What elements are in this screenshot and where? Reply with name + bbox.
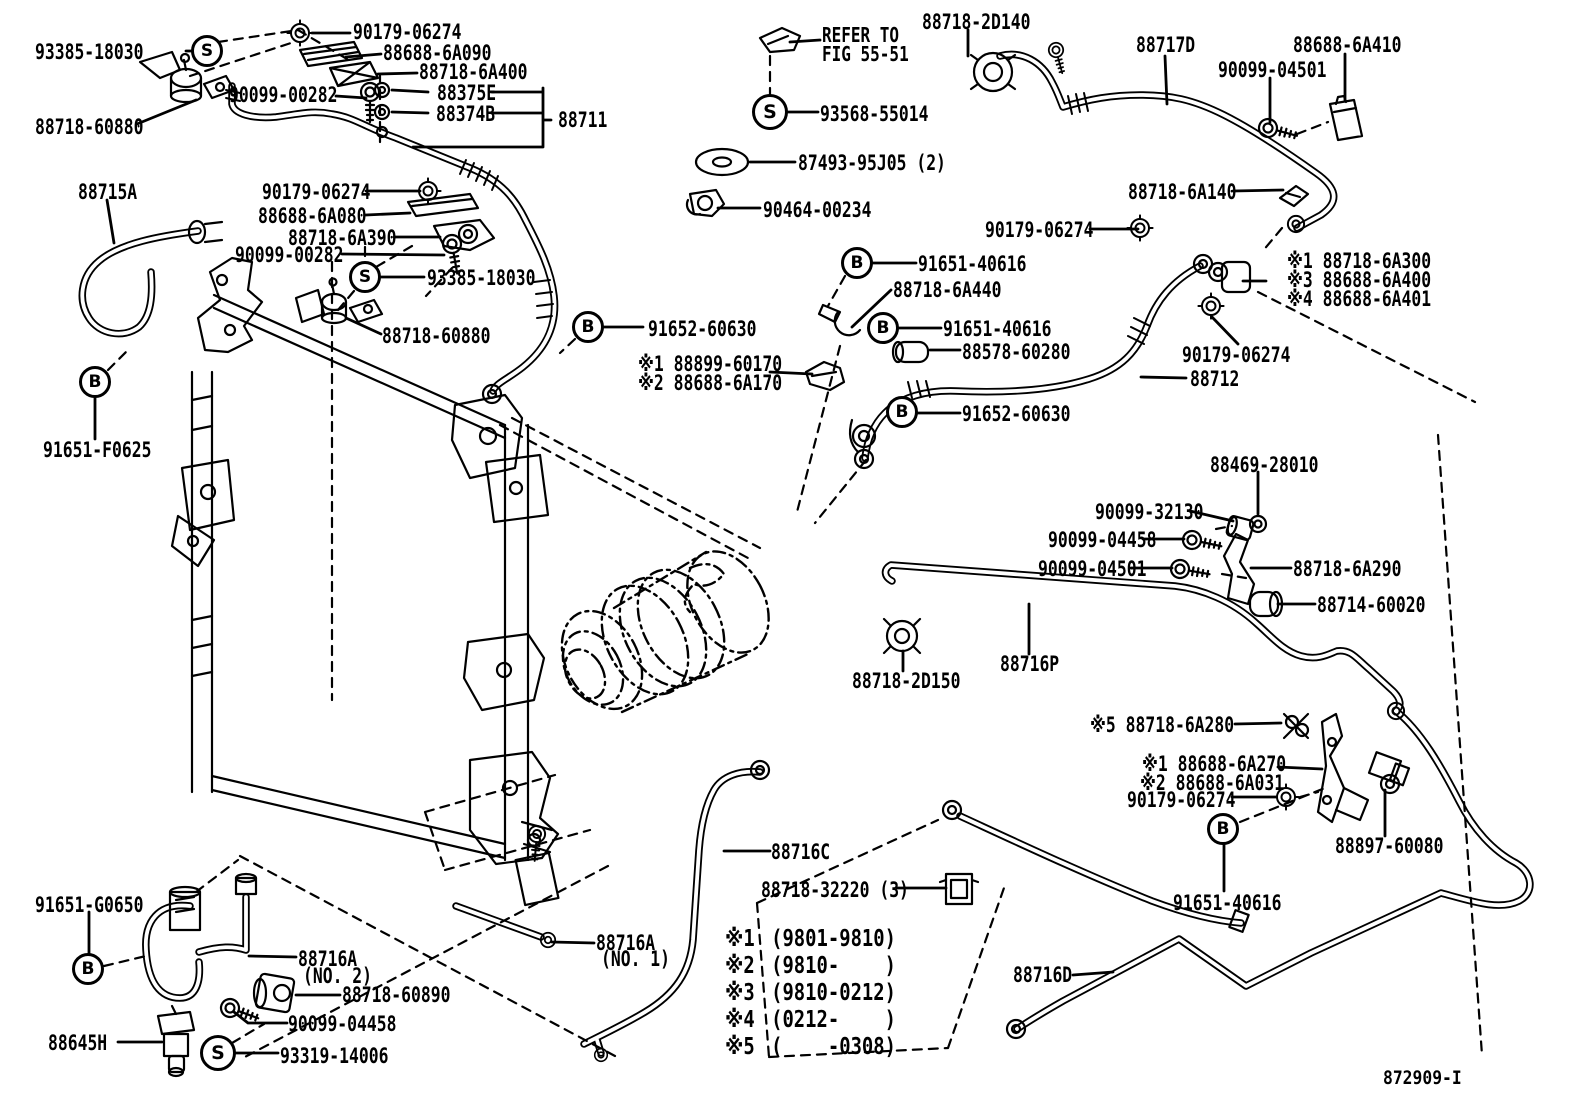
part-label-88688-6a031: ※2 88688-6A031 xyxy=(1140,771,1285,795)
part-label-91651-40616-3: 91651-40616 xyxy=(1173,891,1282,915)
part-label-93385-18030-2: 93385-18030 xyxy=(427,266,536,290)
part-label-88718-60880-1: 88718-60880 xyxy=(35,115,144,139)
part-label-91651-f0625: 91651-F0625 xyxy=(43,438,152,462)
part-label-90179-06274-3: 90179-06274 xyxy=(985,218,1094,242)
part-label-88716d: 88716D xyxy=(1013,963,1073,987)
part-label-88718-2d140: 88718-2D140 xyxy=(922,10,1031,34)
part-label-88578-60280: 88578-60280 xyxy=(962,340,1071,364)
part-label-88718-6a280: ※5 88718-6A280 xyxy=(1090,713,1235,737)
footnote-4: ※4(0212- ) xyxy=(725,1007,897,1033)
part-label-88714-60020: 88714-60020 xyxy=(1317,593,1426,617)
footnote-1: ※1(9801-9810) xyxy=(725,926,897,952)
part-label-88717d: 88717D xyxy=(1136,33,1196,57)
footnote-2: ※2(9810- ) xyxy=(725,953,897,979)
connector-s-4: S xyxy=(200,1035,236,1071)
part-label-88716c: 88716C xyxy=(771,840,831,864)
part-label-91651-40616-1: 91651-40616 xyxy=(918,252,1027,276)
part-label-91652-60630-2: 91652-60630 xyxy=(962,402,1071,426)
connector-s-2: S xyxy=(349,261,381,293)
part-label-88718-60890: 88718-60890 xyxy=(342,983,451,1007)
part-label-88469-28010: 88469-28010 xyxy=(1210,453,1319,477)
connector-b-5: B xyxy=(886,396,918,428)
part-label-88716a-no1: 88716A xyxy=(596,931,656,955)
part-label-90099-04458-2: 90099-04458 xyxy=(288,1012,397,1036)
part-label-88718-2d150: 88718-2D150 xyxy=(852,669,961,693)
part-label-90464-00234: 90464-00234 xyxy=(763,198,872,222)
part-label-88688-6a270: ※1 88688-6A270 xyxy=(1142,752,1287,776)
part-label-88688-6a080: 88688-6A080 xyxy=(258,204,367,228)
part-label-93385-18030-1: 93385-18030 xyxy=(35,40,144,64)
part-label-90179-06274-5: 90179-06274 xyxy=(1127,788,1236,812)
part-label-88688-6a090: 88688-6A090 xyxy=(383,41,492,65)
part-label-88716a-no2-sub: (NO. 2) xyxy=(303,964,373,988)
part-label-88897-60080: 88897-60080 xyxy=(1335,834,1444,858)
part-label-88718-6a300: ※1 88718-6A300 xyxy=(1287,249,1432,273)
part-label-91651-40616-2: 91651-40616 xyxy=(943,317,1052,341)
part-label-88716a-no1-sub: (NO. 1) xyxy=(601,947,671,971)
part-label-88645h: 88645H xyxy=(48,1031,108,1055)
part-label-93319-14006: 93319-14006 xyxy=(280,1044,389,1068)
part-label-90099-32130: 90099-32130 xyxy=(1095,500,1204,524)
connector-b-3: B xyxy=(841,247,873,279)
footnote-3: ※3(9810-0212) xyxy=(725,980,897,1006)
part-label-90099-04458-1: 90099-04458 xyxy=(1048,528,1157,552)
drawing-number: 872909-I xyxy=(1383,1067,1462,1089)
part-label-88375e: 88375E xyxy=(437,81,497,105)
part-label-88688-6a410: 88688-6A410 xyxy=(1293,33,1402,57)
part-label-91652-60630-1: 91652-60630 xyxy=(648,317,757,341)
part-label-88712: 88712 xyxy=(1190,367,1240,391)
part-label-90179-06274-2: 90179-06274 xyxy=(262,180,371,204)
connector-b-6: B xyxy=(1207,813,1239,845)
part-label-90099-00282-1: 90099-00282 xyxy=(229,83,338,107)
part-label-90099-04501-1: 90099-04501 xyxy=(1218,58,1327,82)
connector-b-1: B xyxy=(79,366,111,398)
part-label-88688-6a400: ※3 88688-6A400 xyxy=(1287,268,1432,292)
part-label-88715a: 88715A xyxy=(78,180,138,204)
part-label-88718-32220: 88718-32220 (3) xyxy=(761,878,909,902)
part-label-88688-6a170: ※2 88688-6A170 xyxy=(638,371,783,395)
part-label-88718-6a140: 88718-6A140 xyxy=(1128,180,1237,204)
part-label-88716a-no2: 88716A xyxy=(298,947,358,971)
connector-s-1: S xyxy=(191,35,223,67)
part-label-88718-6a390: 88718-6A390 xyxy=(288,226,397,250)
connector-b-7: B xyxy=(72,953,104,985)
part-label-88718-6a440: 88718-6A440 xyxy=(893,278,1002,302)
part-label-88899-60170: ※1 88899-60170 xyxy=(638,352,783,376)
part-label-88718-6a290: 88718-6A290 xyxy=(1293,557,1402,581)
part-label-91651-g0650: 91651-G0650 xyxy=(35,893,144,917)
part-label-87493-95j05: 87493-95J05 (2) xyxy=(798,151,946,175)
part-label-90099-04501-2: 90099-04501 xyxy=(1038,557,1147,581)
part-label-90179-06274-1: 90179-06274 xyxy=(353,20,462,44)
connector-s-3: S xyxy=(752,94,788,130)
part-label-90179-06274-4: 90179-06274 xyxy=(1182,343,1291,367)
connector-b-2: B xyxy=(572,311,604,343)
part-label-88374b: 88374B xyxy=(436,102,496,126)
part-label-88688-6a401: ※4 88688-6A401 xyxy=(1287,287,1432,311)
connector-b-4: B xyxy=(867,312,899,344)
part-label-88718-60880-2: 88718-60880 xyxy=(382,324,491,348)
part-label-90099-00282-2: 90099-00282 xyxy=(235,243,344,267)
part-label-88711: 88711 xyxy=(558,108,608,132)
footnote-5: ※5( -0308) xyxy=(725,1034,897,1060)
part-label-88718-6a400: 88718-6A400 xyxy=(419,60,528,84)
part-label-88716p: 88716P xyxy=(1000,652,1060,676)
part-label-93568-55014: 93568-55014 xyxy=(820,102,929,126)
